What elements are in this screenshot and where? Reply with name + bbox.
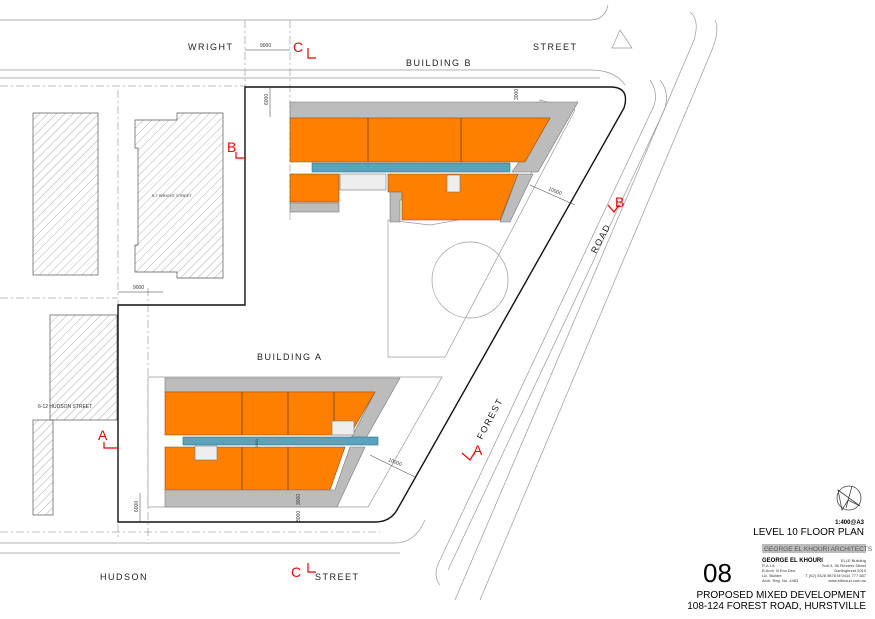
section-mark-b: B [615,194,624,210]
site-boundary [117,86,627,523]
svg-text:10000: 10000 [547,186,562,197]
firm-address: ELLE Building Suit 3, 36 Flinders Street… [805,558,867,583]
svg-text:3000: 3000 [296,511,302,522]
svg-text:Darlinghurst 2010: Darlinghurst 2010 [834,568,866,573]
street-label-street: STREET [533,42,578,52]
building-a-label: BUILDING A [257,352,323,362]
section-markers [103,48,620,573]
svg-text:www.elkhouri.com.au: www.elkhouri.com.au [828,578,866,583]
street-lines [0,4,718,601]
neighbour-building [32,112,99,276]
svg-text:B.Arch. B.Env.Des.: B.Arch. B.Env.Des. [762,568,796,573]
svg-text:Arch. Reg. No. 4463: Arch. Reg. No. 4463 [762,578,799,583]
neighbour-6-12-hudson [49,314,118,421]
svg-text:Suit 3, 36 Flinders Street: Suit 3, 36 Flinders Street [822,563,867,568]
svg-text:9000: 9000 [260,43,271,49]
building-b [289,101,579,223]
project-title: PROPOSED MIXED DEVELOPMENT [697,590,866,601]
street-label-hudson: HUDSON [100,572,148,582]
building-b-label: BUILDING B [406,58,472,68]
sheet-number: 08 [703,558,732,588]
firm-banner: GEORGE EL KHOURI ARCHITECTS [764,546,873,553]
svg-text:ELLE Building: ELLE Building [841,558,866,563]
section-mark-c: C [291,564,301,580]
svg-text:6000: 6000 [264,94,270,105]
svg-text:10000: 10000 [387,457,402,468]
project-address: 108-124 FOREST ROAD, HURSTVILLE [687,601,866,612]
svg-text:3000: 3000 [296,494,302,505]
drawing-title: LEVEL 10 FLOOR PLAN [753,527,864,538]
dimensions: 9000 9000 6000 6000 3000 3000 3000 10000… [118,43,576,522]
section-mark-a: A [98,427,108,443]
svg-text:3000: 3000 [514,89,520,100]
street-label-street: STREET [315,572,360,582]
neighbour-label: 5-7 WRIGHT STREET [152,193,192,198]
street-label-wright: WRIGHT [188,42,234,52]
street-label-forest: FOREST [475,396,505,441]
neighbour-5-7-wright [134,112,224,279]
building-a [147,376,443,508]
circular-feature [431,241,509,319]
scale: 1:400@A3 [835,520,865,526]
neighbour-label: 6-12 HUDSON STREET [38,404,92,410]
svg-text:Lic. Builder: Lic. Builder [762,573,782,578]
section-mark-b: B [227,139,236,155]
neighbour-building [32,419,54,516]
svg-text:6000: 6000 [134,501,140,512]
north-arrow-icon [836,485,862,512]
svg-text:1600: 1600 [254,438,259,448]
svg-text:9000: 9000 [133,285,144,291]
architect-name: GEORGE EL KHOURI [762,558,823,564]
svg-text:T (02) 9326 9876 M 0414 777 5: T (02) 9326 9876 M 0414 777 587 [805,573,866,578]
section-mark-c: C [293,39,303,55]
svg-text:R.A.I.A: R.A.I.A [762,563,775,568]
architect-quals: R.A.I.A B.Arch. B.Env.Des. Lic. Builder … [762,563,799,583]
section-mark-a: A [473,442,483,458]
